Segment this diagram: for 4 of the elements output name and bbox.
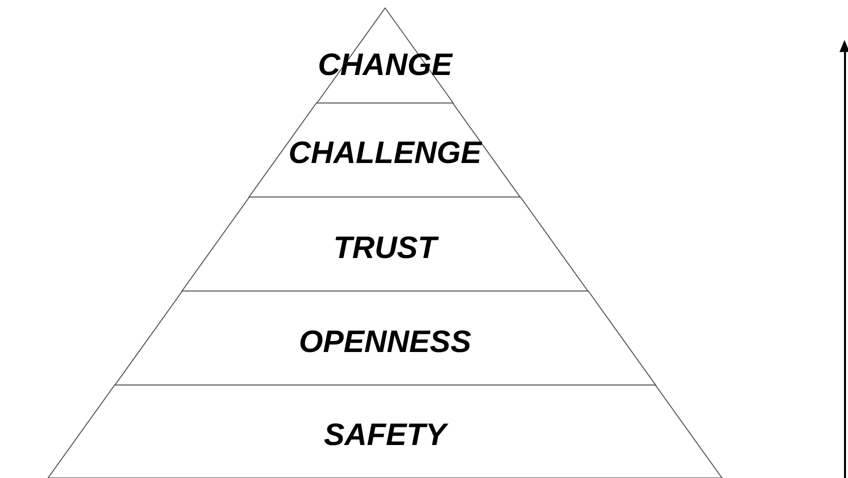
layer-label: OPENNESS [298,325,472,359]
layer-label: SAFETY [324,418,446,452]
layer-label: CHALLENGE [288,136,482,170]
layer-label: TRUST [333,231,437,265]
